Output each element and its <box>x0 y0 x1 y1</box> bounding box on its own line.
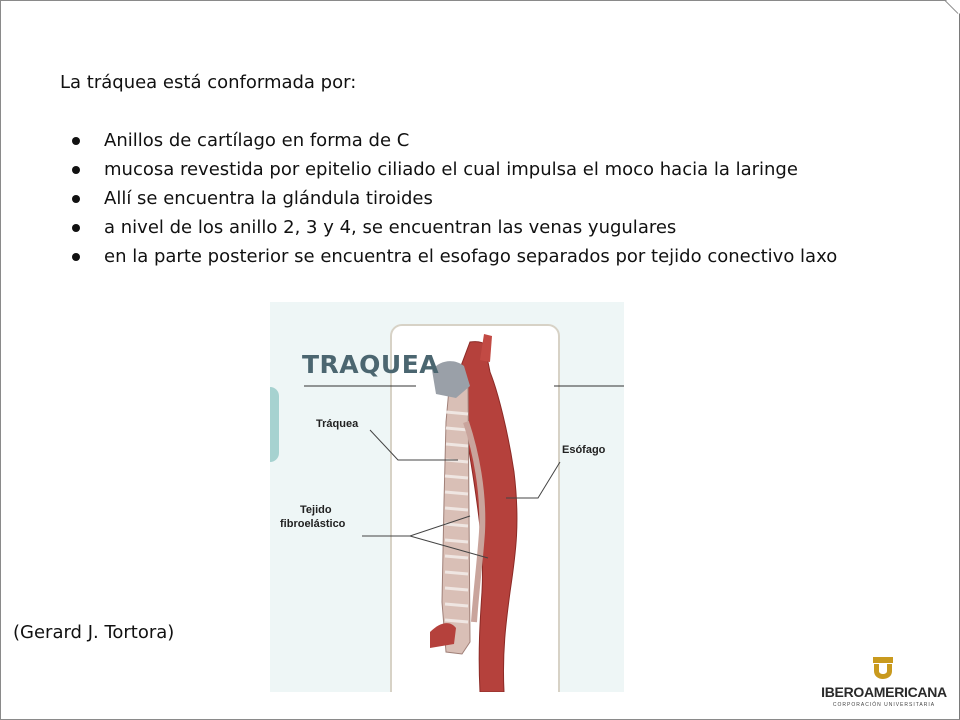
bullet-dot-icon <box>72 137 80 145</box>
esophagus-shape <box>457 341 518 692</box>
trachea-pointer <box>369 429 458 461</box>
trachea-shape <box>441 377 471 655</box>
list-item: en la parte posterior se encuentra el es… <box>68 242 868 271</box>
list-item: Allí se encuentra la glándula tiroides <box>68 184 868 213</box>
bullet-dot-icon <box>72 195 80 203</box>
image-credit: (Gerard J. Tortora) <box>13 622 175 643</box>
list-item-text: mucosa revestida por epitelio ciliado el… <box>104 159 798 180</box>
figure-side-tab <box>270 387 279 462</box>
list-item-text: Allí se encuentra la glándula tiroides <box>104 188 433 209</box>
slide-title: La tráquea está conformada por: <box>60 72 357 93</box>
list-item-text: Anillos de cartílago en forma de C <box>104 130 410 151</box>
list-item: Anillos de cartílago en forma de C <box>68 126 868 155</box>
trachea-illustration: TRAQUEA Tráquea Esófago Tejido fibroelás… <box>270 302 624 692</box>
institution-logo: IBEROAMERICANA CORPORACIÓN UNIVERSITARIA <box>820 656 948 716</box>
cartilage-rings <box>444 410 469 624</box>
list-item: mucosa revestida por epitelio ciliado el… <box>68 155 868 184</box>
logo-name: IBEROAMERICANA <box>821 684 947 700</box>
logo-subtitle: CORPORACIÓN UNIVERSITARIA <box>832 702 936 708</box>
label-tissue-line2: fibroelástico <box>280 518 346 530</box>
logo-emblem-icon <box>873 657 893 679</box>
fibroelastic-tissue <box>463 421 486 623</box>
list-item-text: a nivel de los anillo 2, 3 y 4, se encue… <box>104 217 677 238</box>
figure-title: TRAQUEA <box>302 350 440 379</box>
bullet-list: Anillos de cartílago en forma de C mucos… <box>68 126 868 271</box>
bullet-dot-icon <box>72 224 80 232</box>
list-item: a nivel de los anillo 2, 3 y 4, se encue… <box>68 213 868 242</box>
label-esophagus: Esófago <box>562 444 606 456</box>
bullet-dot-icon <box>72 166 80 174</box>
tissue-pointer-lower <box>409 535 489 559</box>
trachea-anatomy-drawing <box>304 334 624 692</box>
list-item-text: en la parte posterior se encuentra el es… <box>104 246 838 267</box>
label-trachea: Tráquea <box>316 418 359 430</box>
esophagus-pointer <box>506 461 561 499</box>
bullet-dot-icon <box>72 253 80 261</box>
thyroid-cartilage-shape <box>432 361 470 398</box>
label-tissue-line1: Tejido <box>300 504 332 516</box>
esophagus-top <box>480 334 492 362</box>
bronchus-shape <box>430 623 456 648</box>
